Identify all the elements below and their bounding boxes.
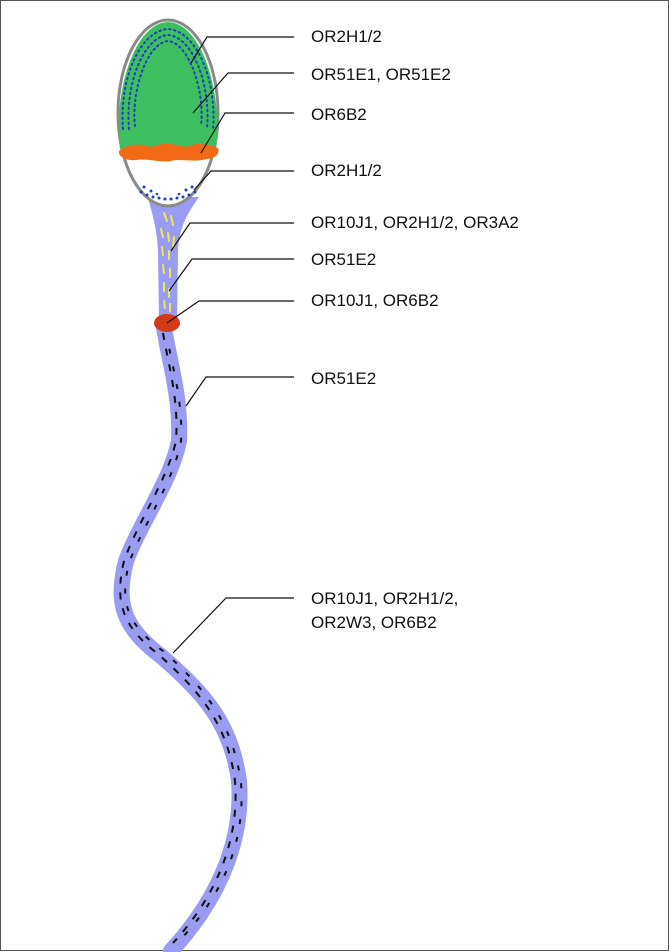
equatorial-segment <box>119 144 219 162</box>
label-or10j1-or6b2: OR10J1, OR6B2 <box>311 290 439 312</box>
label-or2h1-2-postacrosomal: OR2H1/2 <box>311 160 382 182</box>
label-or51e1-or51e2: OR51E1, OR51E2 <box>311 64 451 86</box>
leader-line-4 <box>194 171 294 190</box>
leader-line-8 <box>186 377 294 406</box>
leader-line-9 <box>173 598 294 653</box>
leader-line-5 <box>171 223 294 251</box>
label-or51e2-midpiece: OR51E2 <box>311 249 376 271</box>
label-or10j1-or2h1-2-or3a2: OR10J1, OR2H1/2, OR3A2 <box>311 212 519 234</box>
label-or51e2-principal: OR51E2 <box>311 368 376 390</box>
label-or2h1-2-acrosome: OR2H1/2 <box>311 26 382 48</box>
label-flagellum-line-1: OR10J1, OR2H1/2, <box>311 588 458 610</box>
leader-line-7 <box>167 301 294 323</box>
label-flagellum-line-2: OR2W3, OR6B2 <box>311 612 437 634</box>
label-or6b2-equatorial: OR6B2 <box>311 104 367 126</box>
leader-line-6 <box>169 259 294 291</box>
